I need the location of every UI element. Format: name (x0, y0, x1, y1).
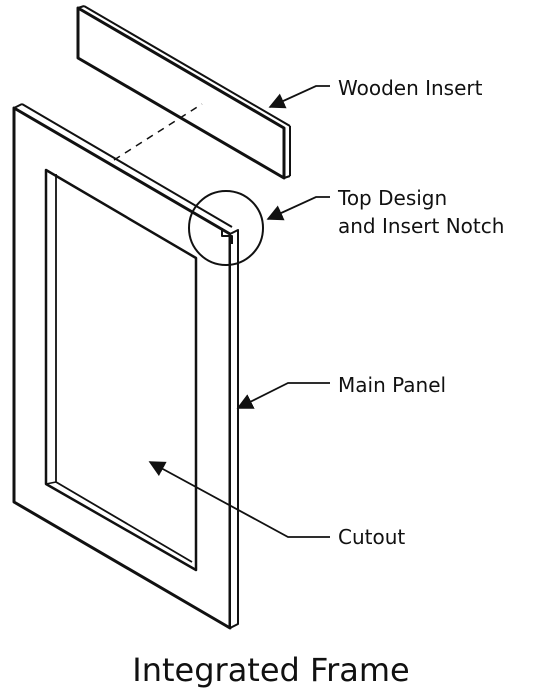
main-panel-label: Main Panel (338, 373, 447, 397)
top-design-label-line2: and Insert Notch (338, 214, 505, 238)
cutout-label: Cutout (338, 525, 406, 549)
leader-wooden-insert (268, 85, 330, 109)
notch-detail-circle (188, 190, 264, 266)
top-design-label: Top Design and Insert Notch (338, 184, 504, 240)
leader-cutout (148, 461, 330, 538)
top-design-label-line1: Top Design (338, 186, 448, 210)
wooden-insert-board (76, 5, 291, 180)
leader-main-panel (236, 382, 330, 409)
diagram-caption: Integrated Frame (132, 651, 410, 689)
leader-top-design (266, 196, 330, 221)
wooden-insert-label: Wooden Insert (338, 76, 483, 100)
leader-lines (148, 85, 330, 538)
insert-alignment-dashed-line (113, 103, 203, 161)
